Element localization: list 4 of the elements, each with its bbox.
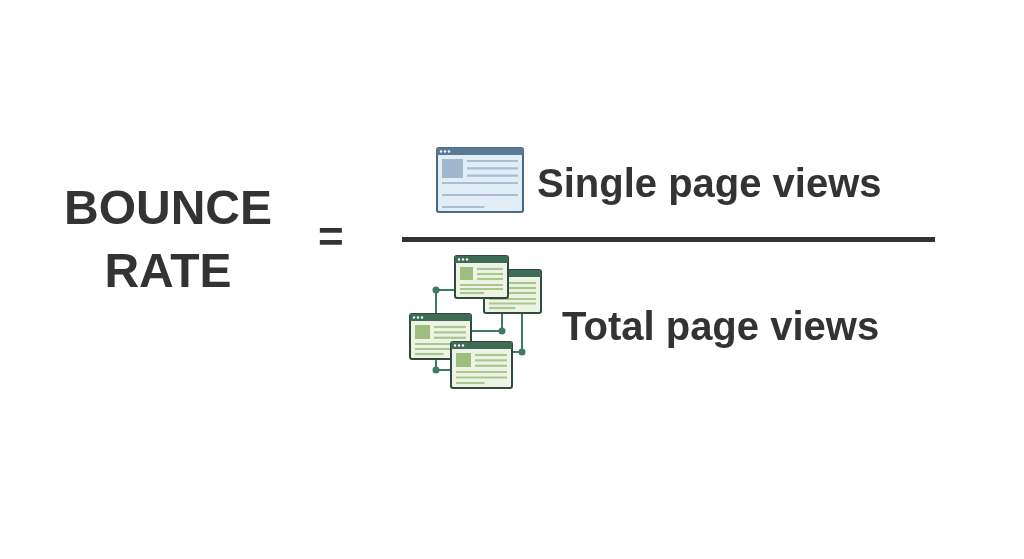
formula-label: BOUNCE RATE — [63, 180, 273, 299]
numerator-label: Single page views — [537, 160, 882, 206]
denominator-label: Total page views — [562, 303, 880, 349]
equals-sign: = — [318, 212, 344, 262]
